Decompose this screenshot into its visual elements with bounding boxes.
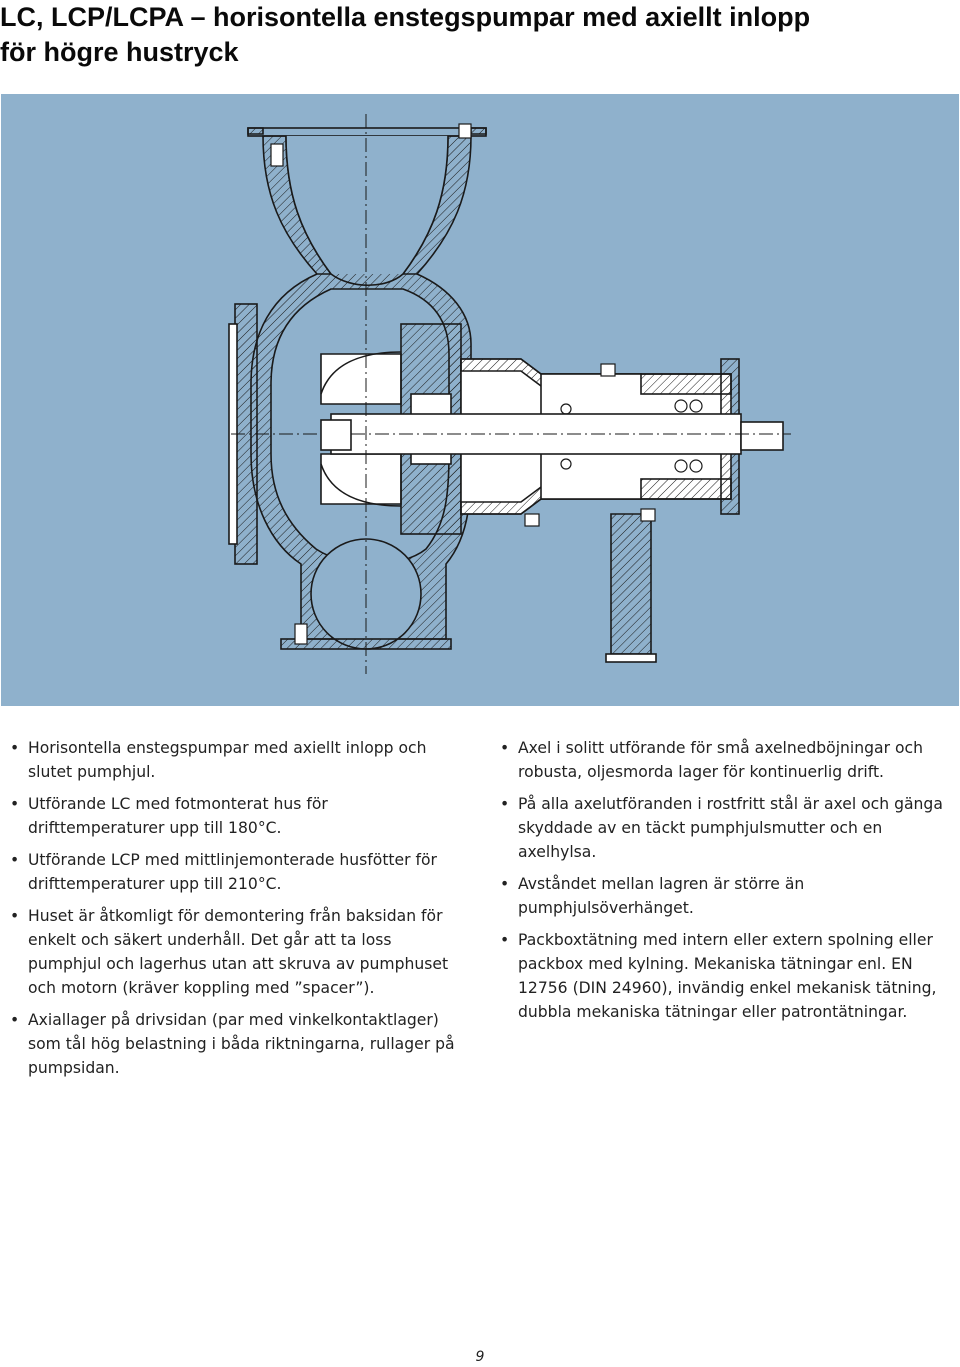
list-item: •Huset är åtkomligt för demontering från… <box>10 904 465 1000</box>
pump-cross-section-figure <box>1 94 959 706</box>
bullet-icon: • <box>500 795 510 813</box>
bullet-icon: • <box>500 931 510 949</box>
list-item: •Horisontella enstegspumpar med axiellt … <box>10 736 465 784</box>
list-item: •Utförande LC med fotmonterat hus för dr… <box>10 792 465 840</box>
bullet-icon: • <box>500 875 510 893</box>
left-bullet-list: •Horisontella enstegspumpar med axiellt … <box>10 736 465 1088</box>
list-item: •På alla axelutföranden i rostfritt stål… <box>500 792 955 864</box>
bullet-icon: • <box>10 739 20 757</box>
bullet-icon: • <box>10 907 20 925</box>
bullet-icon: • <box>10 795 20 813</box>
page-title: LC, LCP/LCPA – horisontella enstegspumpa… <box>0 0 960 70</box>
page-title-line-2: för högre hustryck <box>0 37 239 67</box>
list-item: •Packboxtätning med intern eller extern … <box>500 928 955 1024</box>
page-number: 9 <box>475 1349 485 1365</box>
right-bullet-list: •Axel i solitt utförande för små axelned… <box>500 736 955 1032</box>
list-item: •Utförande LCP med mittlinjemonterade hu… <box>10 848 465 896</box>
page-title-line-1: LC, LCP/LCPA – horisontella enstegspumpa… <box>0 2 811 32</box>
bullet-icon: • <box>500 739 510 757</box>
list-item: •Axiallager på drivsidan (par med vinkel… <box>10 1008 465 1080</box>
list-item: •Avståndet mellan lagren är större än pu… <box>500 872 955 920</box>
bullet-icon: • <box>10 851 20 869</box>
bullet-icon: • <box>10 1011 20 1029</box>
pump-cross-section-drawing-icon <box>228 114 791 674</box>
list-item: •Axel i solitt utförande för små axelned… <box>500 736 955 784</box>
